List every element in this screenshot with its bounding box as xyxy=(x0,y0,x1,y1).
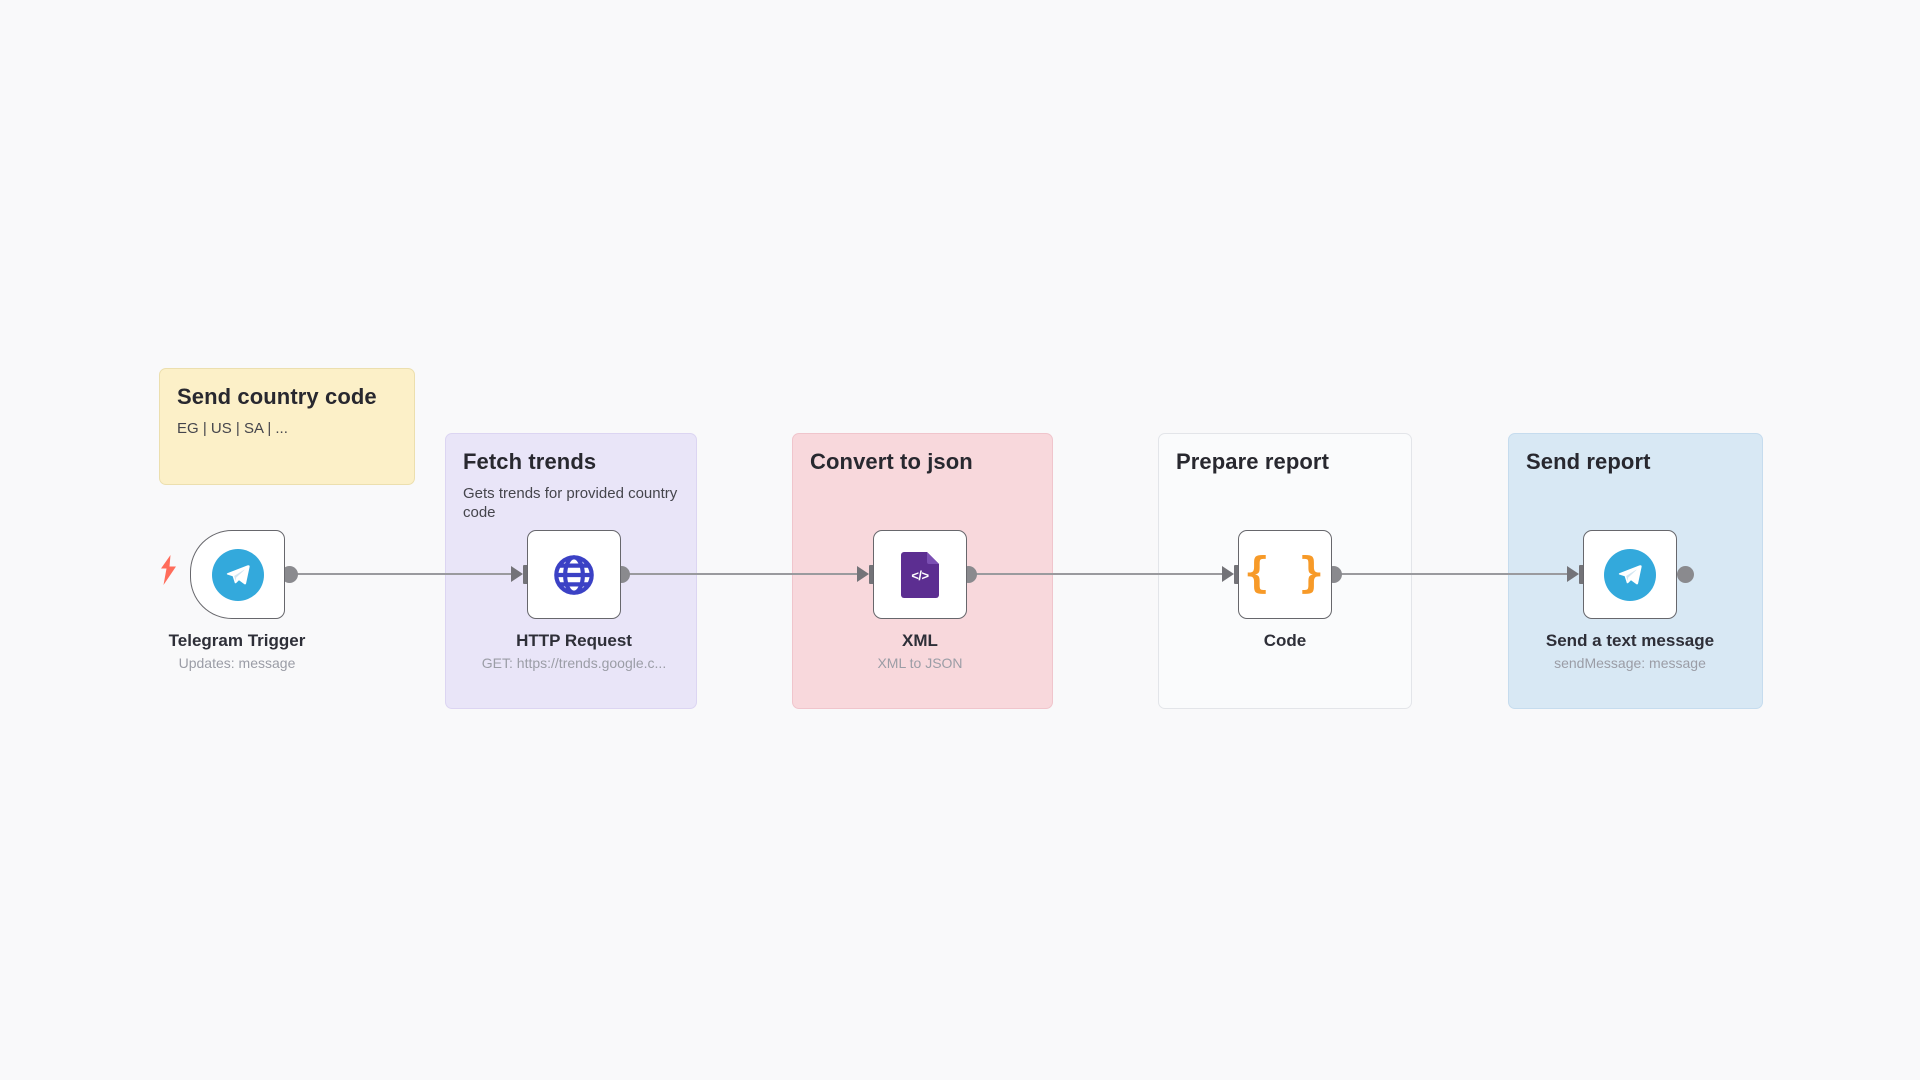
telegram-icon xyxy=(1604,548,1656,601)
sticky-title: Send report xyxy=(1526,449,1651,474)
arrow-right-icon xyxy=(1567,566,1579,582)
port-bar xyxy=(1579,565,1584,584)
telegram-icon xyxy=(211,548,264,601)
sticky-title: Convert to json xyxy=(810,449,973,474)
node-label-xml: XML XML to JSON xyxy=(760,631,1080,671)
output-port-telegram-trigger[interactable] xyxy=(281,566,298,583)
curly-braces-icon: { } xyxy=(1244,547,1326,597)
node-name: Telegram Trigger xyxy=(168,631,306,650)
node-subtitle: sendMessage: message xyxy=(1554,655,1706,671)
node-label-telegram-trigger: Telegram Trigger Updates: message xyxy=(77,631,397,671)
node-xml[interactable]: </> xyxy=(873,530,967,619)
port-bar xyxy=(1234,565,1239,584)
node-label-code: Code xyxy=(1125,631,1445,655)
node-http-request[interactable] xyxy=(527,530,621,619)
connection-code-to-telegram[interactable] xyxy=(1334,573,1568,576)
connection-xml-to-code[interactable] xyxy=(969,573,1223,576)
xml-file-icon: </> xyxy=(901,551,939,598)
input-port-http-request[interactable] xyxy=(511,565,528,584)
port-bar xyxy=(523,565,528,584)
node-telegram-trigger[interactable] xyxy=(190,530,285,619)
input-port-send-message[interactable] xyxy=(1567,565,1584,584)
arrow-right-icon xyxy=(1222,566,1234,582)
trigger-bolt-icon xyxy=(161,555,176,585)
node-label-send-text-message: Send a text message sendMessage: message xyxy=(1470,631,1790,671)
node-name: XML xyxy=(902,631,938,650)
output-port-send-message[interactable] xyxy=(1677,566,1694,583)
port-bar xyxy=(869,565,874,584)
code-glyph: </> xyxy=(911,567,929,583)
sticky-title: Fetch trends xyxy=(463,449,597,474)
node-name: HTTP Request xyxy=(516,631,632,650)
input-port-xml[interactable] xyxy=(857,565,874,584)
node-name: Send a text message xyxy=(1545,631,1715,650)
node-code[interactable]: { } xyxy=(1238,530,1332,619)
node-subtitle: Updates: message xyxy=(178,655,296,671)
sticky-body: Gets trends for provided country code xyxy=(463,485,678,522)
arrow-right-icon xyxy=(857,566,869,582)
globe-icon xyxy=(554,554,594,595)
arrow-right-icon xyxy=(511,566,523,582)
connection-http-to-xml[interactable] xyxy=(622,573,858,576)
sticky-body: EG | US | SA | ... xyxy=(177,420,288,437)
input-port-code[interactable] xyxy=(1222,565,1239,584)
sticky-title: Prepare report xyxy=(1176,449,1330,474)
node-send-text-message[interactable] xyxy=(1583,530,1677,619)
node-name: Code xyxy=(1263,631,1307,650)
sticky-note-send-country-code[interactable]: Send country code EG | US | SA | ... xyxy=(159,368,415,485)
sticky-title: Send country code xyxy=(177,384,377,409)
connection-trigger-to-http[interactable] xyxy=(289,573,512,576)
node-subtitle: GET: https://trends.google.c... xyxy=(481,655,667,671)
node-label-http-request: HTTP Request GET: https://trends.google.… xyxy=(414,631,734,671)
node-subtitle: XML to JSON xyxy=(877,655,963,671)
